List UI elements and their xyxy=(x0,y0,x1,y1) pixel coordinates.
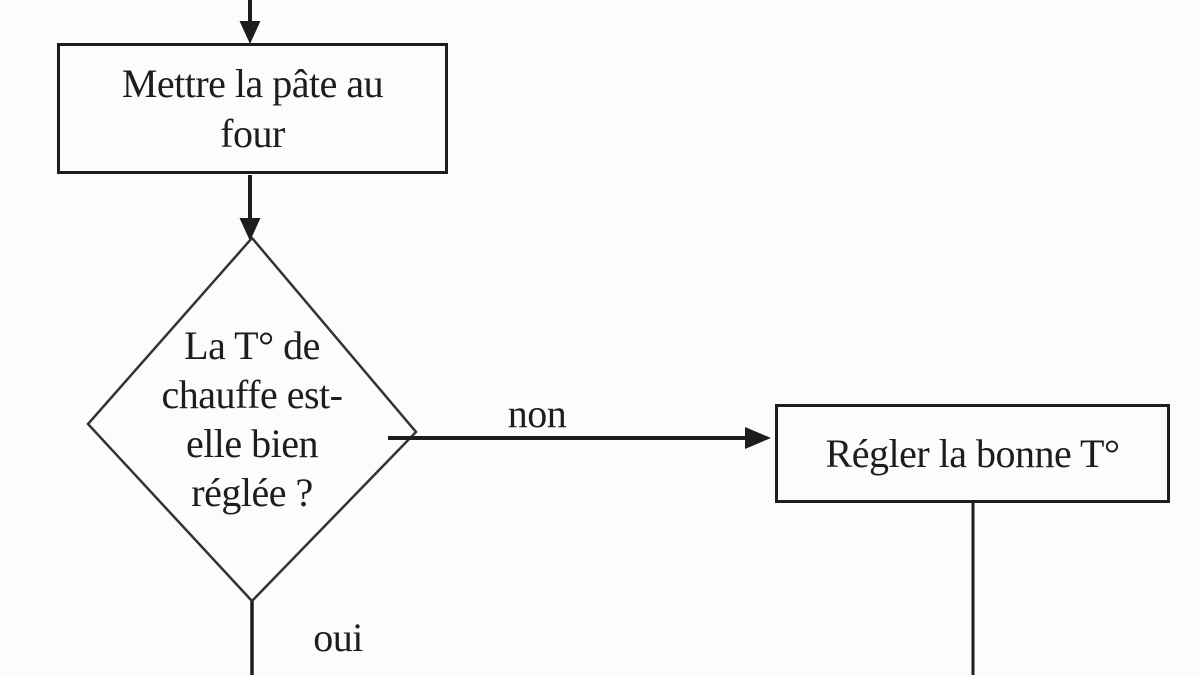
process-box-regler-temperature-label: Régler la bonne T° xyxy=(825,430,1120,476)
branch-label-oui: oui xyxy=(313,615,363,660)
process-box-mettre-pate-label: Mettre la pâte au four xyxy=(121,60,384,156)
branch-label-non: non xyxy=(507,391,567,436)
decision-diamond-label: La T° de chauffe est- elle bien réglée ? xyxy=(161,323,343,515)
arrowhead-no-branch-icon xyxy=(745,427,771,449)
arrowhead-oven-to-decision-icon xyxy=(239,218,261,241)
arrowhead-top-icon xyxy=(239,21,261,44)
process-box-mettre-pate: Mettre la pâte au four xyxy=(57,43,448,174)
process-box-regler-temperature: Régler la bonne T° xyxy=(775,404,1170,503)
